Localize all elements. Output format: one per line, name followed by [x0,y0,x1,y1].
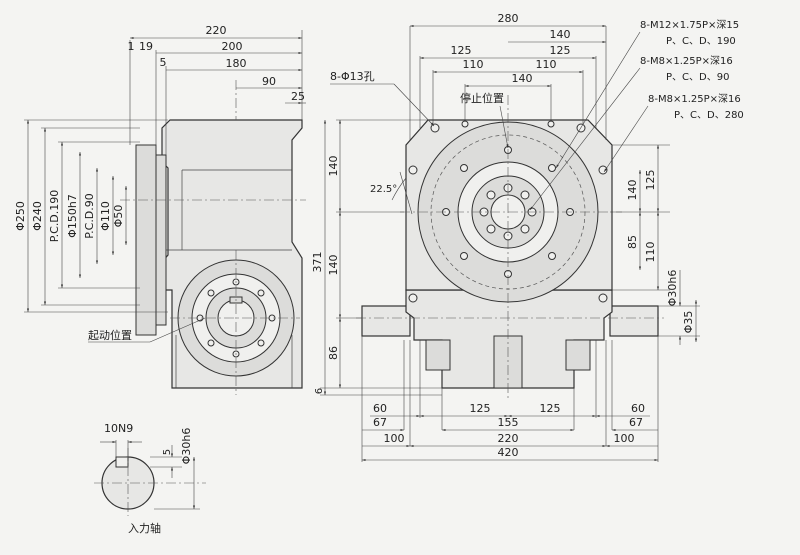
dim-110-v: 110 [644,242,657,263]
front-view [356,95,664,400]
dim-140-holes: 140 [512,72,533,85]
dim-110-left: 110 [463,58,484,71]
dim-d240: Φ240 [31,201,44,231]
dim-220: 220 [206,24,227,37]
dim-67-left: 67 [373,416,387,429]
dim-155: 155 [498,416,519,429]
dim-d250: Φ250 [14,201,27,231]
thread-note-1-spec: 8-M12×1.75P×深15 [640,19,739,31]
dim-125-v: 125 [644,170,657,191]
dim-140-top: 140 [550,28,571,41]
dim-pcd90: P.C.D.90 [83,193,96,239]
dim-1: 1 [128,40,135,53]
dim-d110: Φ110 [99,201,112,231]
input-shaft-caption: 入力轴 [128,521,161,535]
key-depth-label: 5 [162,449,173,455]
side-view [120,80,306,395]
dim-200: 200 [222,40,243,53]
side-view-diameter-dims: Φ250 Φ240 P.C.D.190 Φ150h7 P.C.D.90 Φ110… [14,119,168,313]
dim-60-right: 60 [631,402,645,415]
front-view-callouts: 8-Φ13孔 停止位置 22.5° 8-M12×1.75P×深15 P、C、D、… [330,19,744,215]
dim-371: 371 [311,252,324,273]
dim-100-right: 100 [614,432,635,445]
front-view-left-dims: 140 140 371 86 6 [311,119,442,396]
dim-220-bottom: 220 [498,432,519,445]
key-width-label: 10N9 [104,422,133,435]
dim-125-bottom-left: 125 [470,402,491,415]
thread-note-3-pcd: P、C、D、280 [674,110,744,121]
thread-note-3-spec: 8-M8×1.25P×深16 [648,93,741,105]
front-view-top-dims: 280 140 125 125 110 110 140 [409,12,607,140]
thread-note-2-spec: 8-M8×1.25P×深16 [640,55,733,67]
stop-position-label: 停止位置 [460,91,504,105]
dim-25: 25 [291,90,305,103]
start-position-label: 起动位置 [88,328,132,342]
dim-180: 180 [226,57,247,70]
dim-280: 280 [498,12,519,25]
dim-d150h7: Φ150h7 [66,194,79,238]
dim-125-bottom-right: 125 [540,402,561,415]
dim-125-right: 125 [550,44,571,57]
dim-67-right: 67 [629,416,643,429]
front-view-right-dims: 125 140 110 85 Φ30h6 Φ35 [610,144,700,345]
dim-140-lower: 140 [327,255,340,276]
hole-label: 8-Φ13孔 [330,70,375,83]
input-shaft-detail: 10N9 5 Φ30h6 入力轴 [94,422,206,535]
dim-85-v: 85 [626,235,639,249]
thread-note-1-pcd: P、C、D、190 [666,36,736,47]
front-view-bottom-dims: 60 125 125 60 67 155 67 100 220 100 420 [361,336,659,462]
dim-60-left: 60 [373,402,387,415]
dim-d30h6: Φ30h6 [666,270,679,307]
dim-6: 6 [314,388,325,394]
dim-420: 420 [498,446,519,459]
shaft-diameter-label: Φ30h6 [180,428,193,465]
dim-pcd190: P.C.D.190 [48,190,61,243]
dim-140-v: 140 [626,180,639,201]
dim-90: 90 [262,75,276,88]
dim-d50: Φ50 [112,205,125,228]
dim-5: 5 [160,56,167,69]
thread-note-2-pcd: P、C、D、90 [666,72,729,83]
dim-d35: Φ35 [682,311,695,334]
start-position-callout: 起动位置 [88,317,206,343]
dim-100-left: 100 [384,432,405,445]
dim-125-left: 125 [451,44,472,57]
dim-19: 19 [139,40,153,53]
side-view-width-dims: 220 200 180 90 25 1 19 5 [128,24,306,155]
dim-86: 86 [327,346,340,360]
dim-140-upper: 140 [327,156,340,177]
dim-110-right: 110 [536,58,557,71]
angle-label: 22.5° [370,184,397,195]
